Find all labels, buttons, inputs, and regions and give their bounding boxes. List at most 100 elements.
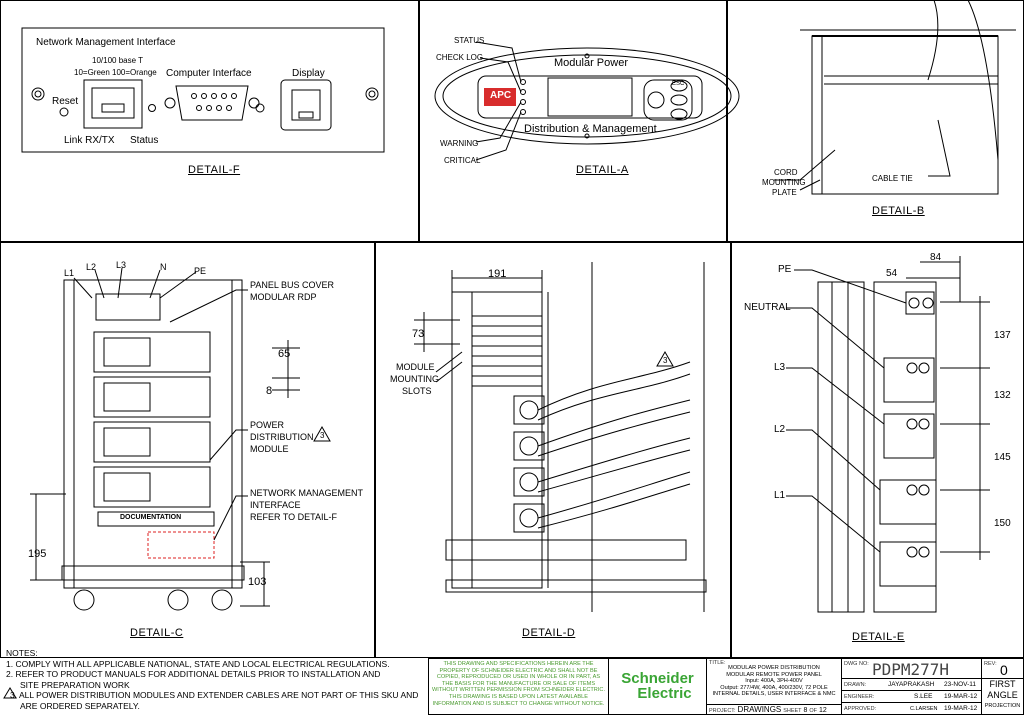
- panel-bus-label-1: PANEL BUS COVER: [250, 280, 335, 290]
- sheet-value: 8: [803, 707, 808, 714]
- legal-text: THIS DRAWING AND SPECIFICATIONS HEREIN A…: [429, 659, 609, 715]
- pdm-4: [93, 466, 211, 508]
- cord-label-1: CORD: [774, 168, 798, 177]
- approved-date: 19-MAR-12: [944, 705, 978, 712]
- note-3b: ARE ORDERED SEPARATELY.: [20, 700, 140, 711]
- detail-d-panel: [374, 241, 732, 658]
- apc-logo: [484, 88, 516, 106]
- dim-195: 195: [28, 548, 47, 560]
- esc-key-label[interactable]: ESC: [672, 81, 685, 87]
- notes-heading: NOTES:: [6, 648, 38, 658]
- title-line-3: Input: 400A, 3PH-400V: [745, 678, 803, 685]
- bus-rail: [817, 281, 865, 613]
- logo-line-1: Schneider: [621, 670, 694, 687]
- of-label: OF: [809, 708, 817, 714]
- drawn-date: 23-NOV-11: [944, 681, 977, 688]
- angle-line-1: FIRST: [989, 679, 1016, 689]
- computer-interface-label: Computer Interface: [166, 68, 252, 79]
- dwg-label: DWG NO:: [844, 661, 869, 667]
- note-3a: 3. ALL POWER DISTRIBUTION MODULES AND EX…: [10, 690, 419, 700]
- db9-port: [175, 85, 249, 121]
- l2-terminal: [879, 479, 937, 525]
- dim-150: 150: [994, 518, 1011, 529]
- screw-left: [31, 87, 45, 101]
- slots-label-2: MOUNTING: [390, 374, 439, 384]
- display-label: Display: [292, 68, 325, 79]
- detail-a-panel: [418, 0, 728, 243]
- title-line-2: MODULAR REMOTE POWER PANEL: [726, 671, 822, 678]
- pdm-1: [93, 331, 211, 373]
- pdm-3: [93, 421, 211, 463]
- e-l3: L3: [774, 362, 786, 373]
- slots-label-1: MODULE: [396, 362, 435, 372]
- note3-ref-d: 3: [663, 356, 668, 365]
- rev-value: 0: [1000, 662, 1008, 678]
- reset-label: Reset: [52, 96, 79, 107]
- dim-132: 132: [994, 390, 1011, 401]
- caster: [73, 589, 95, 611]
- extender-cable-1: [537, 361, 691, 411]
- cable-tie-label: CABLE TIE: [872, 174, 913, 183]
- sheet-label: SHEET: [783, 708, 802, 714]
- angle-line-3: PROJECTION: [984, 703, 1021, 709]
- critical-callout: CRITICAL: [444, 156, 481, 165]
- note-2a: 2. REFER TO PRODUCT MANUALS FOR ADDITION…: [6, 669, 381, 679]
- title-line-5: INTERNAL DETAILS, USER INTERFACE & NMC: [712, 691, 836, 698]
- logo-line-2: Electric: [637, 685, 692, 702]
- lcd-screen: [547, 77, 633, 117]
- distribution-text: Distribution & Management: [524, 123, 657, 135]
- up-down-keys: [647, 91, 665, 109]
- title-label: TITLE:: [709, 660, 726, 666]
- rev-label: REV:: [984, 661, 997, 667]
- module-slots-column: [451, 291, 543, 589]
- cord-mounting-plate: [811, 35, 999, 195]
- nmi-label-1: NETWORK MANAGEMENT: [250, 488, 364, 498]
- note3-triangle-c: [313, 425, 331, 442]
- of-value: 12: [818, 707, 827, 714]
- modular-power-text: Modular Power: [554, 57, 628, 69]
- note3-triangle-notes: [3, 687, 17, 699]
- engineer-label: ENGINEER:: [844, 694, 875, 700]
- approved-value: C.LARSEN: [910, 706, 938, 712]
- e-pe: PE: [778, 264, 792, 275]
- reset-button: [59, 107, 69, 117]
- base-label: 10/100 base T: [92, 56, 144, 65]
- title-cell: TITLE: MODULAR POWER DISTRIBUTION MODULA…: [707, 659, 842, 705]
- screw-right: [365, 87, 379, 101]
- c-l3: L3: [116, 260, 127, 270]
- neutral-terminal: [883, 357, 935, 403]
- link-label: Link RX/TX: [64, 135, 115, 146]
- detail-f-panel: [0, 0, 420, 243]
- approved-label: APPROVED:: [844, 706, 877, 712]
- nmi-label-3: REFER TO DETAIL-F: [250, 512, 338, 522]
- detail-d-title: DETAIL-D: [522, 627, 576, 639]
- detail-f-title: DETAIL-F: [188, 164, 241, 176]
- project-cell: PROJECT: DRAWINGS SHEET 8 OF 12: [707, 705, 842, 715]
- drawn-row: DRAWN: JAYAPRAKASH 23-NOV-11: [842, 679, 982, 691]
- detail-c-title: DETAIL-C: [130, 627, 184, 639]
- rev-cell: REV: 0: [982, 659, 1024, 679]
- nmi-highlight: [147, 531, 215, 559]
- drawn-label: DRAWN:: [844, 682, 867, 688]
- dim-54: 54: [886, 268, 898, 279]
- note3-ref-c: 3: [320, 431, 325, 440]
- apc-text: APC: [490, 90, 512, 101]
- check-log-callout: CHECK LOG: [436, 53, 484, 62]
- dim-191: 191: [488, 268, 507, 280]
- note3-triangle-d: [656, 350, 674, 367]
- pdm-label-2: DISTRIBUTION: [250, 432, 314, 442]
- title-line-4: Output: 277/4W, 400A, 400/230V, 72 POLE: [720, 684, 828, 691]
- cord-label-2: MOUNTING: [762, 178, 806, 187]
- display-panel-outer: [434, 47, 740, 145]
- detail-e-title: DETAIL-E: [852, 631, 905, 643]
- drawn-value: JAYAPRAKASH: [888, 681, 935, 688]
- c-l1: L1: [64, 268, 75, 278]
- pdm-label-3: MODULE: [250, 444, 289, 454]
- pe-terminal: [905, 291, 935, 315]
- documentation-label: DOCUMENTATION: [120, 514, 182, 521]
- e-neutral: NEUTRAL: [744, 302, 791, 313]
- status-label: Status: [130, 135, 159, 146]
- colors-label: 10=Green 100=Orange: [74, 68, 157, 77]
- note-2b: SITE PREPARATION WORK: [20, 679, 130, 690]
- schneider-logo: Schneider Electric: [609, 659, 707, 715]
